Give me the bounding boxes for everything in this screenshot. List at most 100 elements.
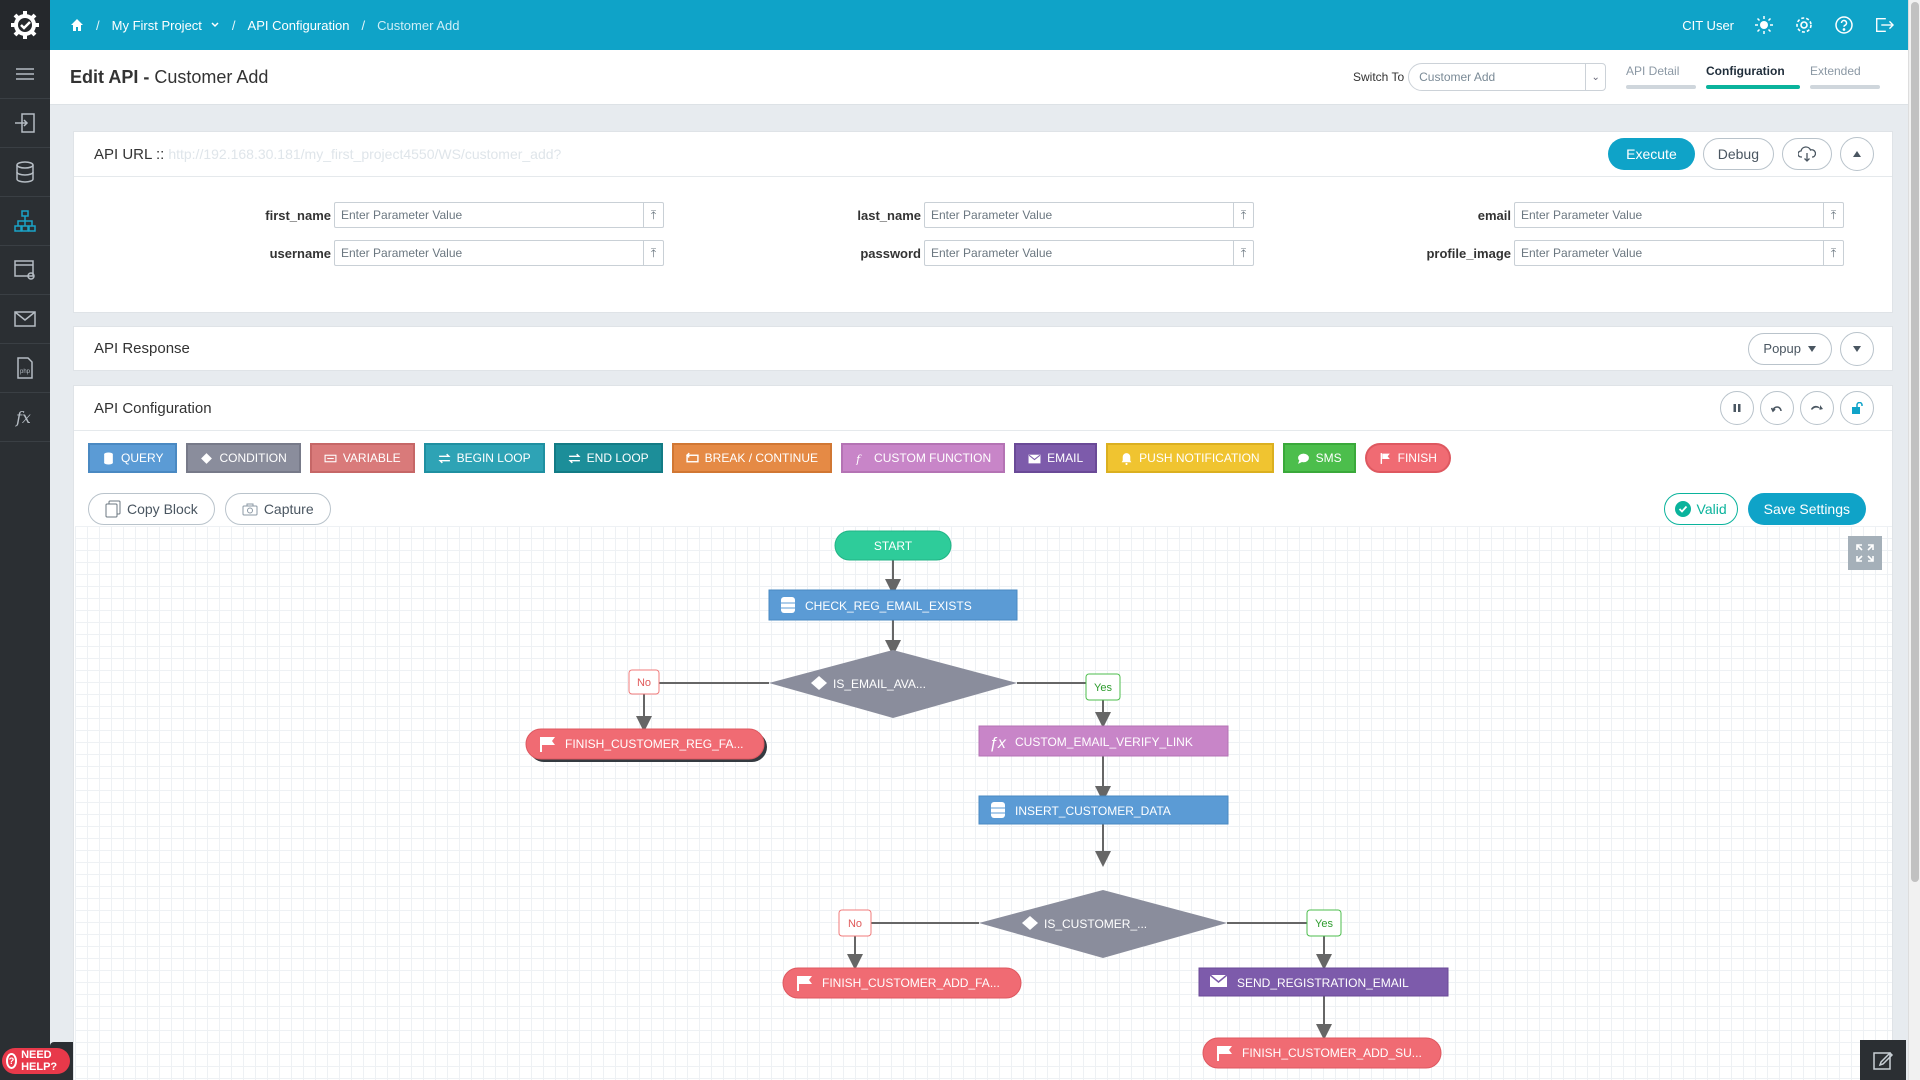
diamond-icon (1022, 916, 1038, 930)
undo-button[interactable] (1760, 391, 1794, 425)
custom-function-tool[interactable]: f CUSTOM FUNCTION (841, 443, 1006, 473)
start-node[interactable]: START (834, 530, 952, 561)
page-scrollbar[interactable] (1908, 0, 1920, 1080)
insert-customer-data-node[interactable]: INSERT_CUSTOMER_DATA (978, 795, 1229, 825)
is-email-available-condition[interactable]: IS_EMAIL_AVA... (769, 650, 1017, 718)
is-customer-condition[interactable]: IS_CUSTOMER_... (979, 890, 1227, 958)
breadcrumb-project[interactable]: My First Project (111, 17, 202, 33)
download-button[interactable] (1782, 138, 1832, 170)
chevron-down-icon[interactable] (210, 20, 220, 30)
flag-icon (540, 737, 555, 752)
sms-tool[interactable]: SMS (1282, 443, 1356, 473)
debug-button[interactable]: Debug (1702, 138, 1774, 170)
finish-tool[interactable]: FINISH (1364, 443, 1451, 473)
custom-email-verify-node[interactable]: ƒx CUSTOM_EMAIL_VERIFY_LINK (978, 725, 1229, 757)
param-input[interactable]: Enter Parameter Value⤒ (334, 240, 664, 266)
upload-icon[interactable]: ⤒ (1233, 241, 1253, 265)
popup-button[interactable]: Popup (1748, 332, 1832, 365)
breadcrumb-separator: / (361, 17, 366, 33)
collapse-button[interactable] (1840, 137, 1874, 171)
database-icon[interactable] (0, 148, 50, 197)
chat-bubble-icon (1297, 453, 1309, 464)
push-notification-tool[interactable]: PUSH NOTIFICATION (1106, 443, 1274, 473)
yes-branch-label: Yes (1306, 909, 1342, 937)
param-input[interactable]: Enter Parameter Value⤒ (1514, 202, 1844, 228)
param-input[interactable]: Enter Parameter Value⤒ (334, 202, 664, 228)
valid-status-button[interactable]: Valid (1663, 493, 1738, 525)
api-url-value[interactable]: http://192.168.30.181/my_first_project45… (168, 146, 562, 162)
query-tool[interactable]: QUERY (88, 443, 178, 473)
param-input[interactable]: Enter Parameter Value⤒ (924, 240, 1254, 266)
check-reg-label: CHECK_REG_EMAIL_EXISTS (805, 599, 972, 613)
tab-extended[interactable]: Extended (1810, 50, 1880, 105)
send-registration-email-node[interactable]: SEND_REGISTRATION_EMAIL (1198, 967, 1449, 997)
tabs: API Detail Configuration Extended (1626, 50, 1880, 105)
api-url-label: API URL :: (94, 145, 165, 163)
tab-api-detail[interactable]: API Detail (1626, 50, 1696, 105)
check-reg-email-node[interactable]: CHECK_REG_EMAIL_EXISTS (768, 589, 1018, 621)
login-icon[interactable] (0, 99, 50, 148)
upload-icon[interactable]: ⤒ (1823, 241, 1843, 265)
php-file-icon[interactable]: php (0, 344, 50, 393)
fullscreen-button[interactable] (1848, 536, 1882, 570)
variable-tool[interactable]: VARIABLE (309, 443, 415, 473)
upload-icon[interactable]: ⤒ (643, 203, 663, 227)
repeat-icon (685, 452, 699, 462)
edit-note-button[interactable] (1860, 1040, 1906, 1080)
expand-response-button[interactable] (1840, 331, 1874, 366)
help-icon[interactable] (1834, 15, 1854, 35)
redo-button[interactable] (1800, 391, 1834, 425)
upload-icon[interactable]: ⤒ (1823, 203, 1843, 227)
finish-customer-reg-fail-node[interactable]: FINISH_CUSTOMER_REG_FA... (525, 728, 767, 762)
param-password: password Enter Parameter Value⤒ (664, 240, 1254, 266)
yes-branch-label: Yes (1085, 673, 1121, 701)
function-icon[interactable]: fx (0, 393, 50, 442)
email-tool[interactable]: EMAIL (1014, 443, 1098, 473)
condition-label: IS_EMAIL_AVA... (833, 677, 926, 691)
pause-button[interactable] (1720, 391, 1754, 425)
finish-customer-add-fail-node[interactable]: FINISH_CUSTOMER_ADD_FA... (782, 967, 1022, 999)
home-icon[interactable] (70, 18, 84, 32)
mail-icon[interactable] (0, 295, 50, 344)
user-name[interactable]: CIT User (1682, 17, 1734, 33)
app-logo[interactable] (0, 0, 50, 50)
api-configuration-panel: API Configuration QUERY CONDITION VARIAB… (73, 385, 1893, 1080)
diamond-icon (201, 452, 213, 464)
param-input[interactable]: Enter Parameter Value⤒ (1514, 240, 1844, 266)
upload-icon[interactable]: ⤒ (1233, 203, 1253, 227)
condition-tool[interactable]: CONDITION (186, 443, 301, 473)
end-loop-tool[interactable]: END LOOP (553, 443, 663, 473)
api-response-header: API Response Popup (74, 327, 1892, 370)
loop-icon (438, 453, 451, 463)
break-continue-tool[interactable]: BREAK / CONTINUE (671, 443, 833, 473)
menu-toggle-icon[interactable] (0, 50, 50, 99)
capture-button[interactable]: Capture (224, 493, 331, 525)
switch-to: Switch To Customer Add ⌄ (1353, 63, 1607, 91)
gear-icon[interactable] (1794, 15, 1814, 35)
upload-icon[interactable]: ⤒ (643, 241, 663, 265)
copy-block-button[interactable]: Copy Block (88, 493, 215, 525)
theme-sun-icon[interactable] (1754, 15, 1774, 35)
function-icon: f (855, 452, 862, 464)
flow-canvas[interactable]: START CHECK_REG_EMAIL_EXISTS IS_EMAIL_AV… (75, 526, 1892, 1080)
svg-text:No: No (637, 677, 651, 689)
param-label: first_name (265, 207, 331, 223)
breadcrumb-separator: / (96, 17, 100, 33)
begin-loop-tool[interactable]: BEGIN LOOP (423, 443, 545, 473)
scrollbar-thumb[interactable] (1911, 2, 1919, 882)
tab-configuration[interactable]: Configuration (1706, 50, 1800, 105)
switch-to-select[interactable]: Customer Add ⌄ (1408, 63, 1607, 91)
need-help-button[interactable]: ? NEED HELP? (2, 1048, 71, 1074)
finish-customer-add-success-node[interactable]: FINISH_CUSTOMER_ADD_SU... (1202, 1037, 1442, 1069)
api-flow-icon[interactable] (0, 197, 50, 246)
logout-icon[interactable] (1874, 15, 1894, 35)
param-input[interactable]: Enter Parameter Value⤒ (924, 202, 1254, 228)
unlock-button[interactable] (1840, 391, 1874, 425)
pause-icon (1733, 404, 1741, 412)
need-help-label: NEED HELP? (21, 1049, 58, 1073)
svg-text:php: php (20, 369, 31, 375)
settings-panel-icon[interactable] (0, 246, 50, 295)
breadcrumb-section[interactable]: API Configuration (247, 17, 350, 33)
execute-button[interactable]: Execute (1608, 138, 1695, 170)
save-settings-button[interactable]: Save Settings (1747, 493, 1866, 525)
